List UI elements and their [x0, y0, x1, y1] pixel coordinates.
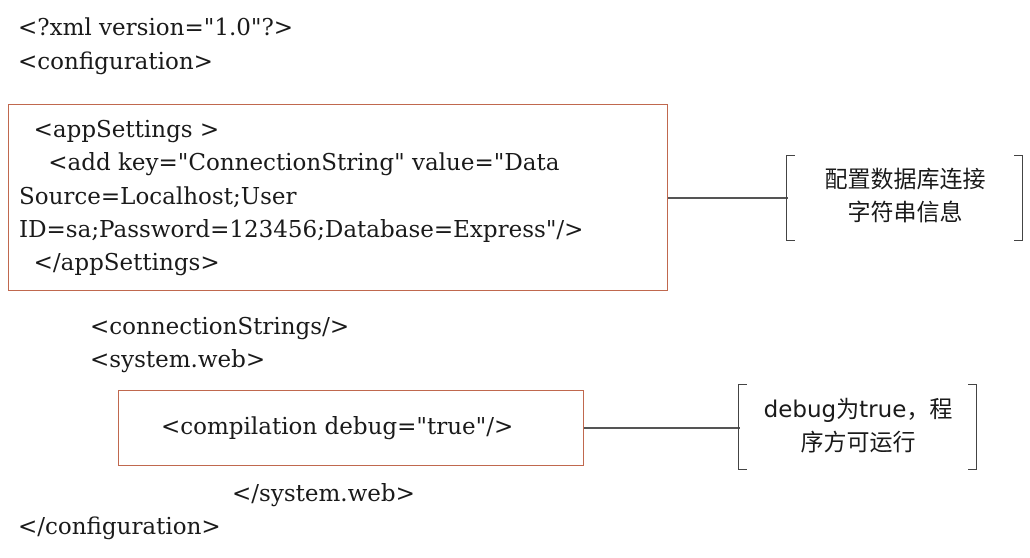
db-annotation-line-1: 配置数据库连接 [824, 167, 986, 193]
db-annotation-line-2: 字符串信息 [847, 200, 963, 226]
system-web-close-tag: </system.web> [232, 481, 415, 507]
db-connection-annotation: 配置数据库连接 字符串信息 [796, 164, 1014, 230]
system-web-open-tag: <system.web> [90, 347, 266, 373]
xml-declaration: <?xml version="1.0"?> [18, 15, 294, 41]
right-bracket-debug [968, 384, 977, 470]
app-settings-close-tag: </appSettings> [19, 250, 220, 276]
debug-annotation: debug为true，程 序方可运行 [748, 394, 968, 460]
right-bracket-db [1014, 155, 1023, 241]
left-bracket-db [786, 155, 795, 241]
debug-annotation-line-2: 序方可运行 [800, 430, 916, 456]
configuration-open-tag: <configuration> [18, 49, 213, 75]
app-settings-box: <appSettings > <add key="ConnectionStrin… [8, 104, 668, 291]
add-key-line-2: Source=Localhost;User [19, 184, 297, 210]
compilation-tag: <compilation debug="true"/> [161, 414, 514, 440]
connector-line-db [668, 197, 788, 199]
compilation-box: <compilation debug="true"/> [118, 390, 584, 466]
debug-annotation-line-1: debug为true，程 [763, 397, 953, 423]
connector-line-debug [584, 427, 740, 429]
app-settings-open-tag: <appSettings > [19, 117, 220, 143]
connection-strings-tag: <connectionStrings/> [90, 314, 350, 340]
left-bracket-debug [738, 384, 747, 470]
add-key-line-3: ID=sa;Password=123456;Database=Express"/… [19, 217, 584, 243]
add-key-line-1: <add key="ConnectionString" value="Data [19, 150, 560, 176]
configuration-close-tag: </configuration> [18, 514, 221, 540]
